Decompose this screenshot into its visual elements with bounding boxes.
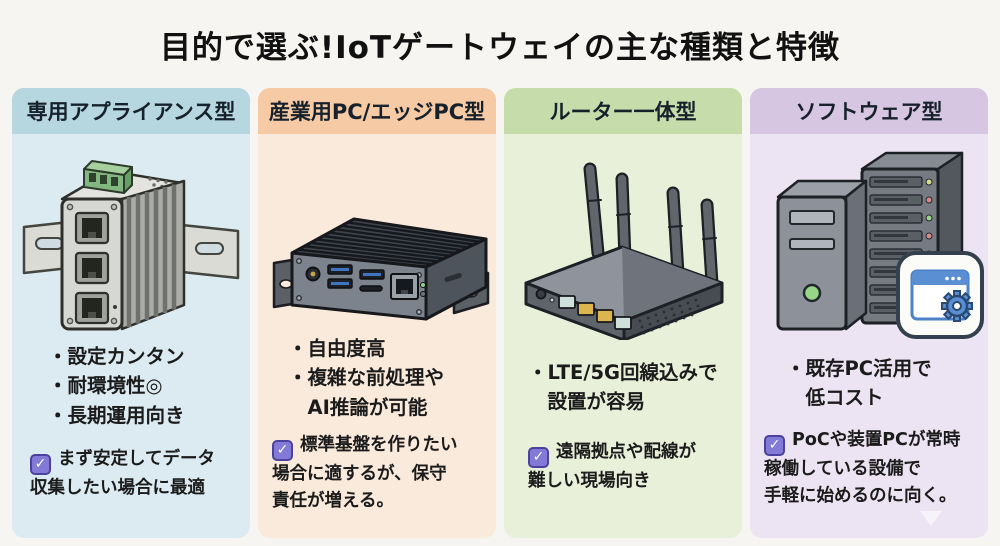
use-case-note: ✓まず安定してデータ 収集したい場合に最適: [30, 448, 215, 499]
illustration-pc-server-software: [750, 134, 988, 340]
feature-item: ・設定カンタン: [48, 342, 250, 371]
use-case-note: ✓PoCや装置PCが常時 稼働している設備で 手軽に始めるのに向く。: [764, 429, 961, 506]
card-software-type: ソフトウェア型: [750, 88, 988, 538]
card-dedicated-appliance: 専用アプライアンス型: [12, 88, 250, 538]
illustration-din-rail-gateway: [12, 134, 250, 340]
card-header-dedicated-appliance: 専用アプライアンス型: [12, 88, 250, 134]
bullet-icon: ・: [48, 345, 68, 368]
bullet-icon: ・: [48, 374, 68, 398]
lte-router-icon: [524, 162, 724, 340]
din-rail-gateway-icon: [22, 159, 240, 330]
use-case-note: ✓標準基盤を作りたい 場合に適するが、保守 責任が増える。: [272, 434, 458, 512]
bullet-icon: ・: [288, 337, 308, 360]
fanless-edge-pc-icon: [272, 217, 490, 320]
feature-list: ・設定カンタン ・耐環境性◎ ・長期運用向き: [12, 342, 250, 430]
feature-item: ・既存PC活用で 低コスト: [786, 354, 988, 413]
card-header-router-integrated: ルーター一体型: [504, 88, 742, 134]
feature-item: ・耐環境性◎: [48, 371, 250, 400]
checkbox-icon: ✓: [272, 440, 293, 462]
illustration-lte-router: [504, 134, 742, 340]
checkbox-icon: ✓: [764, 434, 785, 456]
columns-container: 専用アプライアンス型: [12, 88, 988, 538]
bullet-icon: ・: [786, 357, 806, 380]
bullet-icon: ・: [528, 361, 548, 384]
corner-arrow-decoration: [920, 511, 942, 526]
feature-list: ・LTE/5G回線込みで 設置が容易: [504, 358, 742, 417]
card-router-integrated: ルーター一体型: [504, 88, 742, 538]
pc-server-software-icon: [776, 151, 984, 339]
feature-item: ・複雑な前処理や AI推論が可能: [288, 363, 496, 422]
bullet-icon: ・: [288, 366, 308, 390]
feature-item: ・LTE/5G回線込みで 設置が容易: [528, 358, 742, 417]
feature-item: ・長期運用向き: [48, 401, 250, 430]
use-case-note: ✓遠隔拠点や配線が 難しい現場向き: [528, 441, 696, 491]
feature-list: ・既存PC活用で 低コスト: [750, 354, 988, 413]
page-title: 目的で選ぶ!IoTゲートウェイの主な種類と特徴: [159, 30, 841, 66]
card-header-software-type: ソフトウェア型: [750, 88, 988, 134]
card-industrial-edge-pc: 産業用PC/エッジPC型: [258, 88, 496, 538]
feature-list: ・自由度高 ・複雑な前処理や AI推論が可能: [258, 334, 496, 422]
checkbox-icon: ✓: [30, 454, 51, 476]
checkbox-icon: ✓: [528, 446, 549, 468]
bullet-icon: ・: [48, 403, 68, 427]
feature-item: ・自由度高: [288, 334, 496, 363]
illustration-fanless-edge-pc: [258, 134, 496, 340]
card-header-industrial-edge-pc: 産業用PC/エッジPC型: [258, 88, 496, 134]
